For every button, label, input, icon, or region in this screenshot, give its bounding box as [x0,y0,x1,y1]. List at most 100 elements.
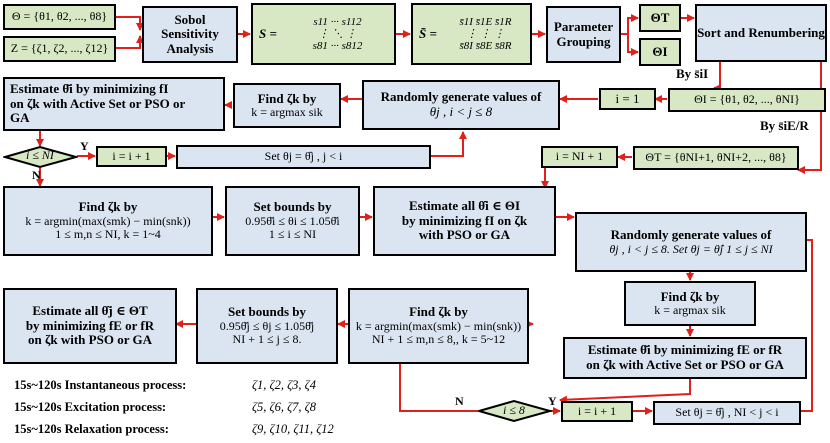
sobol-analysis-box: Sobol Sensitivity Analysis [142,6,238,63]
find-zeta-2-expr: k = argmin(max(smk) − min(snk)) [25,213,191,228]
find-zeta-1-title: Find ζk by [257,90,317,106]
set-bounds-1-title: Set bounds by [253,199,332,215]
random-generate-1-title: Randomly generate values of [380,89,542,105]
estimate-all-I-l1: Estimate all θ̂i ∈ ΘI [408,198,520,214]
i-eq-NI1-box: i = NI + 1 [541,146,618,168]
matrix-sbar-box: S̄ = s̄1I s̄1E s̄1R ⋮ ⋮ ⋮ s̄8I s̄8E s̄8R [411,3,532,65]
find-zeta-2-title: Find ζk by [78,199,138,215]
estimate-all-T-l2: by minimizing fE or fR [25,317,155,333]
set-bounds-2-title: Set bounds by [227,304,307,320]
legend-row-2: 15s~120s Excitation process: ζ5, ζ6, ζ7,… [14,400,316,415]
input-theta-box: Θ = {θ1, θ2, ..., θ8} [3,4,116,30]
estimate-all-I-l3: with PSO or GA [418,227,511,243]
input-zeta-text: Z = {ζ1, ζ2, ..., ζ12} [10,41,109,56]
yes-label-1: Y [80,139,89,153]
legend-row-3: 15s~120s Relaxation process: ζ9, ζ10, ζ1… [14,422,334,437]
find-zeta-4-box: Find ζk by k = argmin(max(smk) − min(snk… [348,288,529,364]
yes-label-2: Y [548,394,557,408]
estimate-theta-ER-l1: Estimate θ̌i by minimizing fE or fR [587,342,783,358]
matrix-sbar-label: S̄ = [419,26,437,41]
set-theta-1-box: Set θj = θ̂j , j < i [176,145,431,169]
estimate-all-T-box: Estimate all θ̂j ∈ ΘT by minimizing fE o… [3,288,177,364]
theta-I-label: ΘI [652,43,668,59]
matrix-s-row2: ⋮ ⋱ ⋮ [318,27,357,40]
i-eq-NI1-text: i = NI + 1 [555,149,604,164]
find-zeta-2-range: 1 ≤ m,n ≤ NI, k = 1~4 [55,227,161,242]
theta-I-box: ΘI [639,38,681,66]
matrix-s-row3: s81 ··· s812 [312,40,363,53]
find-zeta-3-title: Find ζk by [660,288,720,304]
theta-T-label: ΘT [650,9,670,25]
condition-1-text: i ≤ NI [26,148,54,162]
theta-T-set-text: ΘT = {θNI+1, θNI+2, ..., θ8} [645,150,787,165]
set-bounds-1-expr: 0.95θ̌i ≤ θi ≤ 1.05θ̌i [245,213,340,228]
estimate-theta-I-l3: GA [10,110,30,126]
estimate-theta-I-l2: on ζk with Active Set or PSO or [10,95,186,111]
legend-label-1: 15s~120s Instantaneous process: [14,378,187,392]
by-sI-label: By s̄iI [676,66,709,81]
find-zeta-4-range: NI + 1 ≤ m,n ≤ 8,, k = 5~12 [371,332,506,347]
theta-I-set-text: ΘI = {θ1, θ2, ..., θNI} [694,92,800,107]
set-bounds-1-range: 1 ≤ i ≤ NI [268,227,317,242]
legend-label-3: 15s~120s Relaxation process: [14,422,169,436]
find-zeta-1-expr: k = argmax sik [251,105,323,120]
input-theta-text: Θ = {θ1, θ2, ..., θ8} [11,9,108,24]
parameter-grouping-box: Parameter Grouping [546,6,621,63]
i-eq-1-text: i = 1 [615,90,640,106]
estimate-theta-I-box: Estimate θ̌i by minimizing fI on ζk with… [3,77,225,131]
theta-T-set-box: ΘT = {θNI+1, θNI+2, ..., θ8} [633,146,799,170]
estimate-theta-ER-box: Estimate θ̌i by minimizing fE or fR on ζ… [563,337,807,379]
random-generate-1-expr: θj , i < j ≤ 8 [429,104,493,119]
estimate-theta-I-l1: Estimate θ̌i by minimizing fI [10,81,169,97]
estimate-all-I-l2: by minimizing fI on ζk [401,212,528,228]
sobol-analysis-label: Sobol Sensitivity Analysis [161,11,219,56]
no-label-2: N [455,394,464,408]
legend-row-1: 15s~120s Instantaneous process: ζ1, ζ2, … [14,378,316,393]
estimate-all-I-box: Estimate all θ̂i ∈ ΘI by minimizing fI o… [373,186,556,256]
estimate-all-T-l1: Estimate all θ̂j ∈ ΘT [32,303,148,319]
legend-value-2: ζ5, ζ6, ζ7, ζ8 [252,400,316,414]
condition-2-diamond [477,399,552,423]
matrix-s-row1: s11 ··· s112 [313,15,362,28]
matrix-sbar-row3: s̄8I s̄8E s̄8R [459,40,512,53]
find-zeta-2-box: Find ζk by k = argmin(max(smk) − min(snk… [3,186,213,256]
set-bounds-2-expr: 0.95θ̌j ≤ θj ≤ 1.05θ̌j [219,318,315,333]
set-bounds-1-box: Set bounds by 0.95θ̌i ≤ θi ≤ 1.05θ̌i 1 ≤… [225,186,360,256]
i-increment-2-text: i = i + 1 [577,403,617,418]
by-sER-label: By s̄iE/R [760,118,809,133]
legend-value-1: ζ1, ζ2, ζ3, ζ4 [252,378,316,392]
parameter-grouping-label: Parameter Grouping [553,18,614,49]
theta-I-set-box: ΘI = {θ1, θ2, ..., θNI} [668,88,826,112]
sort-renumbering-label: Sort and Renumbering [697,24,825,40]
set-bounds-2-box: Set bounds by 0.95θ̌j ≤ θj ≤ 1.05θ̌j NI … [196,288,338,364]
matrix-s-label: S = [259,26,277,41]
theta-T-box: ΘT [639,4,681,32]
set-theta-1-text: Set θj = θ̂j , j < i [264,149,343,164]
matrix-sbar-row1: s̄1I s̄1E s̄1R [459,15,512,28]
set-theta-2-box: Set θj = θ̂j , NI < j < i [653,401,801,425]
find-zeta-3-expr: k = argmax sik [654,303,726,318]
i-increment-1-text: i = i + 1 [112,148,151,163]
set-bounds-2-range: NI + 1 ≤ j ≤ 8. [232,332,302,347]
sort-renumbering-box: Sort and Renumbering [695,4,827,62]
set-theta-2-text: Set θj = θ̂j , NI < j < i [675,405,779,420]
find-zeta-4-title: Find ζk by [409,304,468,320]
input-zeta-box: Z = {ζ1, ζ2, ..., ζ12} [3,36,116,62]
matrix-s-box: S = s11 ··· s112 ⋮ ⋱ ⋮ s81 ··· s812 [251,3,396,65]
random-generate-2-expr: θj , i < j ≤ 8. Set θj = θ̂j 1 ≤ j ≤ NI [609,241,773,256]
random-generate-2-box: Randomly generate values of θj , i < j ≤… [575,212,807,272]
legend-label-2: 15s~120s Excitation process: [14,400,167,414]
random-generate-2-title: Randomly generate values of [610,227,772,242]
random-generate-1-box: Randomly generate values of θj , i < j ≤… [362,80,560,130]
i-eq-1-box: i = 1 [599,88,656,110]
condition-2-text: i ≤ 8 [503,403,525,417]
estimate-all-T-l3: on ζk with PSO or GA [28,332,152,348]
matrix-sbar-row2: ⋮ ⋮ ⋮ [466,27,505,40]
legend-value-3: ζ9, ζ10, ζ11, ζ12 [252,422,334,436]
i-increment-1-box: i = i + 1 [96,146,167,167]
i-increment-2-box: i = i + 1 [561,401,633,422]
find-zeta-1-box: Find ζk by k = argmax sik [233,83,341,128]
condition-1-diamond [3,145,78,169]
estimate-theta-ER-l2: on ζk with Active Set or PSO or GA [586,357,784,372]
